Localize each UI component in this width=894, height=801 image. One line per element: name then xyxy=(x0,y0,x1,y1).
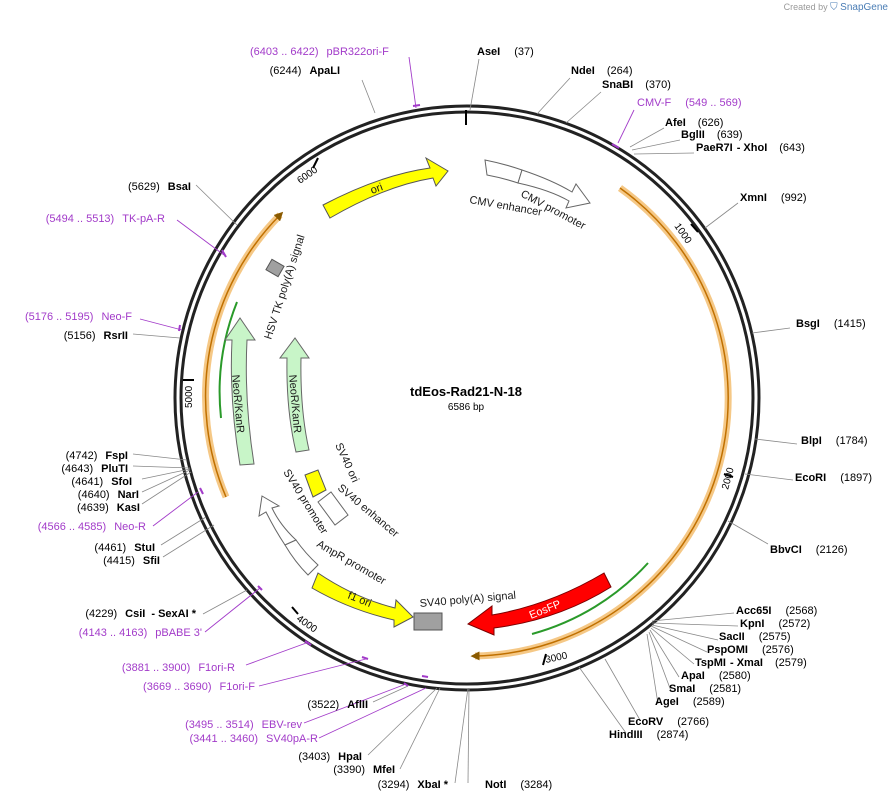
primer-label-f1ori-f: (3669 .. 3690)F1ori-F xyxy=(143,681,255,693)
snapgene-logo-icon: ⛉ xyxy=(830,2,838,13)
primer-label-neo-f: (5176 .. 5195)Neo-F xyxy=(25,311,132,323)
ruler-tick-5000: 5000 xyxy=(184,385,195,408)
enzyme-label-ecorv: EcoRV(2766) xyxy=(628,716,709,728)
plasmid-name: tdEos-Rad21-N-18 xyxy=(410,384,522,399)
primer-label-pbr322ori-f: (6403 .. 6422)pBR322ori-F xyxy=(250,46,389,58)
feature-eosfp xyxy=(467,572,612,636)
enzyme-label-mfei: (3390)MfeI xyxy=(333,764,395,776)
credit-brand: SnapGene xyxy=(840,2,888,13)
orf-arc-green-right xyxy=(531,562,649,635)
enzyme-label-ndei: NdeI(264) xyxy=(571,65,633,77)
enzyme-label-apai: ApaI(2580) xyxy=(681,670,751,682)
feature-neor-inner xyxy=(279,337,310,453)
feature-sv40-polya xyxy=(413,612,443,631)
enzyme-label-snabi: SnaBI(370) xyxy=(602,79,671,91)
feature-ori xyxy=(322,156,449,219)
enzyme-label-bglii: BglII(639) xyxy=(681,129,743,141)
enzyme-label-xmni: XmnI(992) xyxy=(740,192,807,204)
enzyme-label-pspomi: PspOMI(2576) xyxy=(707,644,794,656)
enzyme-label-sacii: SacII(2575) xyxy=(719,631,790,643)
enzyme-label-paer7i: PaeR7I- XhoI(643) xyxy=(696,142,805,154)
feature-label-sv40-ori: SV40 ori xyxy=(332,441,361,484)
enzyme-label-xbai: (3294)XbaI * xyxy=(378,779,449,791)
enzyme-label-csii: (4229)CsiI- SexAI * xyxy=(85,608,196,620)
feature-label-ori: ori xyxy=(369,181,385,196)
enzyme-label-smai: SmaI(2581) xyxy=(669,683,741,695)
feature-sv40-promoter xyxy=(258,495,297,546)
enzyme-label-tspmi: TspMI- XmaI(2579) xyxy=(695,657,807,669)
primer-label-pbabe-3: (4143 .. 4163)pBABE 3' xyxy=(79,627,202,639)
ruler-tick-3000: 3000 xyxy=(544,650,568,665)
enzyme-label-bsgi: BsgI(1415) xyxy=(796,318,866,330)
enzyme-label-sfii: (4415)SfiI xyxy=(103,555,160,567)
backbone-outer xyxy=(173,104,761,692)
enzyme-label-apali: (6244)ApaLI xyxy=(270,65,340,77)
feature-label-sv40-polya: SV40 poly(A) signal xyxy=(419,590,516,610)
enzyme-label-agei: AgeI(2589) xyxy=(655,696,725,708)
credit-prefix: Created by xyxy=(783,2,828,12)
snapgene-credit: Created by ⛉ SnapGene xyxy=(784,2,888,13)
enzyme-label-hpai: (3403)HpaI xyxy=(298,751,362,763)
primer-label-sv40pa-r: (3441 .. 3460)SV40pA-R xyxy=(190,733,319,745)
primer-label-tk-pa-r: (5494 .. 5513)TK-pA-R xyxy=(46,213,165,225)
orf-arc-green-left xyxy=(218,301,238,419)
enzyme-label-kpni: KpnI(2572) xyxy=(740,618,810,630)
feature-cmv-enhancer xyxy=(484,159,523,184)
feature-neor-outer xyxy=(224,317,256,466)
feature-f1-ori xyxy=(311,572,414,628)
primer-label-ebv-rev: (3495 .. 3514)EBV-rev xyxy=(185,719,302,731)
enzyme-label-afliii: (3522)AflII xyxy=(307,699,368,711)
feature-ampr-promoter xyxy=(284,539,319,576)
enzyme-label-ecori: EcoRI(1897) xyxy=(795,472,872,484)
enzyme-label-asei: AseI(37) xyxy=(477,46,534,58)
feature-sv40-enhancer xyxy=(317,491,349,526)
feature-hsv-tk-polya xyxy=(265,258,285,278)
enzyme-label-fspi: (4742)FspI xyxy=(66,450,128,462)
ruler-tick-2000: 2000 xyxy=(720,466,736,491)
primer-label-cmv-f: CMV-F(549 .. 569) xyxy=(637,97,742,109)
primer-label-f1ori-r: (3881 .. 3900)F1ori-R xyxy=(122,662,235,674)
plasmid-size: 6586 bp xyxy=(448,402,485,413)
primer-label-neo-r: (4566 .. 4585)Neo-R xyxy=(38,521,146,533)
enzyme-label-rsrii: (5156)RsrII xyxy=(64,330,128,342)
feature-label-neor-inner: NeoR/KanR xyxy=(286,374,303,434)
enzyme-label-blpi: BlpI(1784) xyxy=(801,435,868,447)
enzyme-label-kasi: (4639)KasI xyxy=(77,502,140,514)
enzyme-label-pluti: (4643)PluTI xyxy=(61,463,128,475)
enzyme-label-afei: AfeI(626) xyxy=(665,117,723,129)
feature-cmv-promoter xyxy=(517,169,591,209)
enzyme-label-stui: (4461)StuI xyxy=(94,542,155,554)
enzyme-label-sfoi: (4641)SfoI xyxy=(71,476,132,488)
enzyme-label-noti: NotI(3284) xyxy=(485,779,552,791)
enzyme-label-bbvci: BbvCI(2126) xyxy=(770,544,848,556)
feature-label-hsv-tk-polya: HSV TK poly(A) signal xyxy=(262,233,307,341)
feature-label-neor-outer: NeoR/KanR xyxy=(229,374,246,434)
enzyme-label-hindiii: HindIII(2874) xyxy=(609,729,688,741)
enzyme-label-acc65i: Acc65I(2568) xyxy=(736,605,817,617)
feature-sv40-ori xyxy=(304,469,327,498)
enzyme-label-nari: (4640)NarI xyxy=(78,489,139,501)
ruler-tick-4000: 4000 xyxy=(294,613,319,635)
enzyme-label-bsai: (5629)BsaI xyxy=(128,181,191,193)
